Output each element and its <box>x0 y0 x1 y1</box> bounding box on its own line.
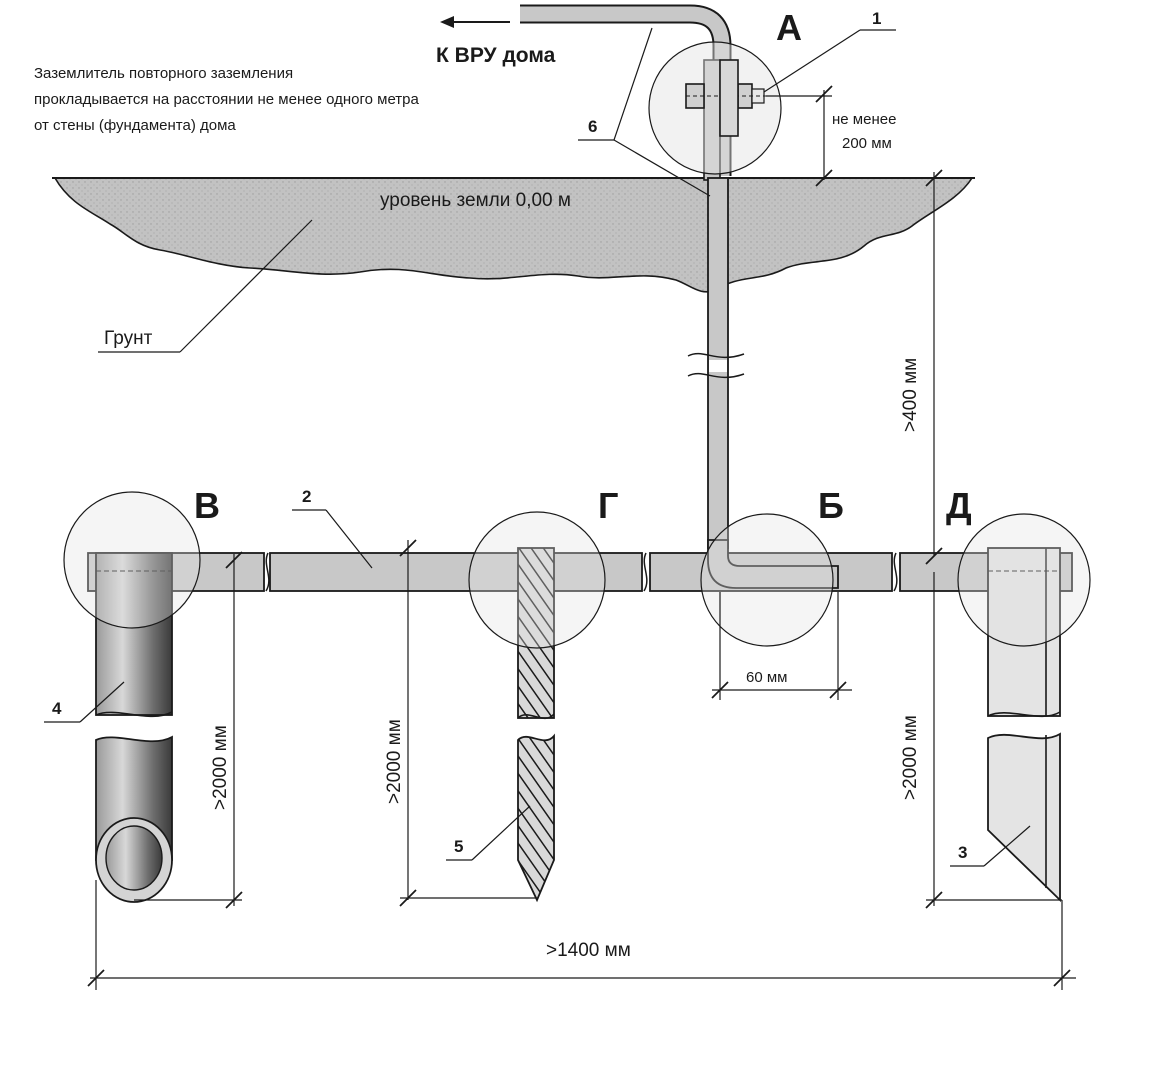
note-line-3: от стены (фундамента) дома <box>34 117 236 134</box>
leader-6a <box>613 27 653 141</box>
rod-electrode-top <box>517 547 555 719</box>
leader-5 <box>471 805 531 861</box>
dim-60-label: 60 мм <box>746 669 787 686</box>
dim-2000-mid-tick-top <box>399 539 417 557</box>
dim-2000-right-label: >2000 мм <box>900 715 921 800</box>
direction-arrowhead <box>440 16 454 28</box>
callout-1: 1 <box>872 9 881 28</box>
angle-electrode-bottom <box>987 732 1061 903</box>
callout-4: 4 <box>52 699 62 718</box>
soil-area <box>53 177 974 293</box>
dim-200-tick-bottom <box>815 169 833 187</box>
detail-letter-d: Д <box>946 485 972 526</box>
pipe-break-top <box>95 711 173 718</box>
soil-label: Грунт <box>104 328 153 349</box>
conductor-to-house-fill <box>520 6 730 176</box>
detail-circle-d <box>957 513 1091 647</box>
rod-break-top <box>517 713 555 720</box>
detail-letter-g: Г <box>598 485 618 526</box>
callout-6: 6 <box>588 117 597 136</box>
callout-2: 2 <box>302 487 311 506</box>
rod-electrode-bottom <box>517 733 555 903</box>
break-mark-vertical <box>687 352 745 379</box>
pipe-electrode-top <box>95 552 173 716</box>
dim-200-label-1: не менее <box>832 111 896 128</box>
strip-break-1 <box>265 552 270 592</box>
detail-circle-b <box>700 513 834 647</box>
leader-3 <box>983 825 1031 867</box>
clamp-plate <box>719 59 739 137</box>
dim-1400-tick-left <box>87 969 105 987</box>
callout-5: 5 <box>454 837 463 856</box>
leader-soil <box>179 219 313 353</box>
conductor-bend <box>707 539 839 589</box>
dim-1400-label: >1400 мм <box>546 940 631 961</box>
detail-circle-v <box>63 491 201 629</box>
detail-letter-v: В <box>194 485 220 526</box>
detail-circle-g <box>468 511 606 649</box>
detail-letter-b: Б <box>818 485 844 526</box>
break-gap-vertical <box>709 360 727 372</box>
dim-2000-left-tick-top <box>225 551 243 569</box>
note-line-1: Заземлитель повторного заземления <box>34 65 293 82</box>
dim-400-label: >400 мм <box>900 358 921 432</box>
dim-1400-tick-right <box>1053 969 1071 987</box>
direction-label: К ВРУ дома <box>436 44 556 67</box>
dim-400-tick-bottom <box>925 547 943 565</box>
detail-letter-a: А <box>776 7 802 48</box>
leader-1 <box>763 29 861 93</box>
strip-break-2 <box>643 552 648 592</box>
leader-2 <box>325 509 373 569</box>
dim-200-tick-top <box>815 85 833 103</box>
note-line-2: прокладывается на расстоянии не менее од… <box>34 91 419 108</box>
leader-4 <box>79 681 125 723</box>
pipe-end-inner <box>105 825 163 891</box>
dim-2000-right-tick-bottom <box>925 891 943 909</box>
callout-3: 3 <box>958 843 967 862</box>
angle-break <box>987 711 1061 718</box>
dim-2000-left-tick-bottom <box>225 891 243 909</box>
leader-6b <box>613 139 711 197</box>
strip-break-3 <box>893 552 898 592</box>
dim-2000-mid-tick-bottom <box>399 889 417 907</box>
dim-60-tick-right <box>829 681 847 699</box>
ground-level-label: уровень земли 0,00 м <box>380 190 571 211</box>
detail-circle-a <box>648 41 782 175</box>
angle-electrode-top <box>987 547 1061 717</box>
horizontal-strip-seg2 <box>269 552 643 592</box>
dim-400-tick-top <box>925 169 943 187</box>
dim-60-tick-left <box>711 681 729 699</box>
dim-2000-mid-label: >2000 мм <box>384 719 405 804</box>
dim-200-label-2: 200 мм <box>842 135 892 152</box>
dim-2000-left-label: >2000 мм <box>210 725 231 810</box>
